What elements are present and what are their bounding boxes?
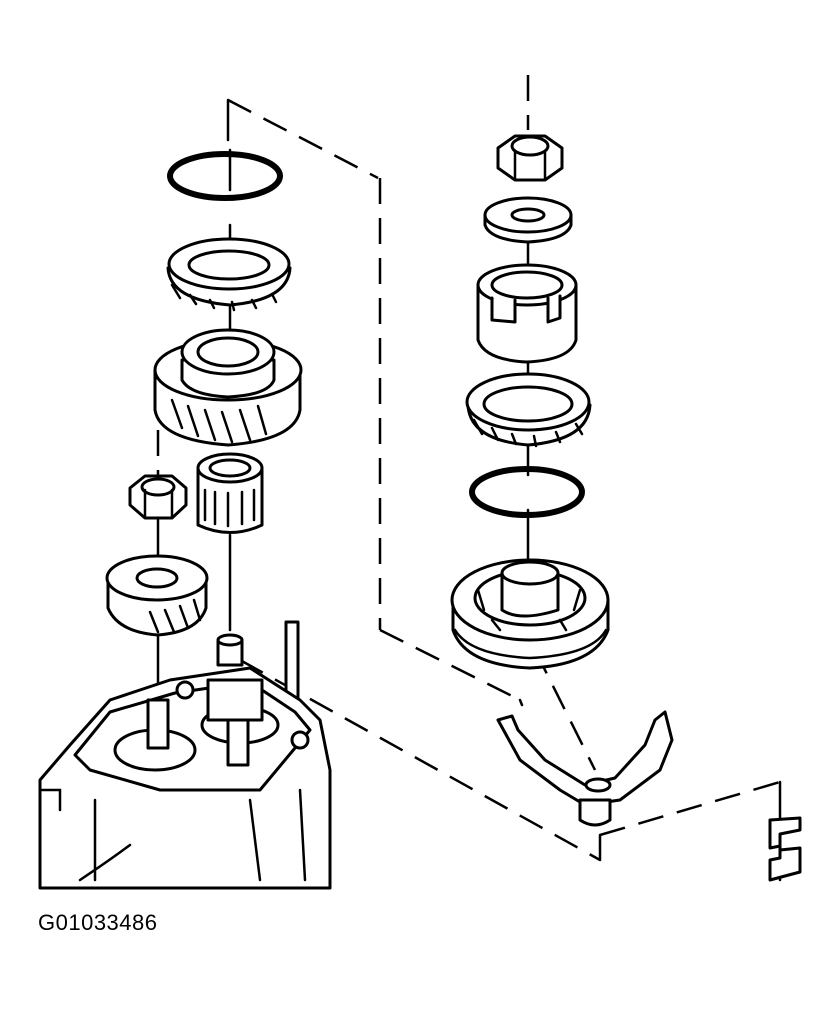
helical-gear <box>153 328 303 447</box>
right-nut <box>496 134 564 182</box>
left-nut <box>128 474 188 520</box>
right-washer <box>483 196 573 244</box>
left-snap-ring <box>167 151 283 201</box>
hub-sleeve <box>476 263 578 364</box>
shaft-top <box>216 620 300 714</box>
needle-bearing <box>196 452 264 534</box>
small-gear <box>105 554 209 637</box>
right-snap-ring <box>469 466 585 518</box>
retaining-clip <box>768 816 802 882</box>
shift-fork <box>496 710 674 827</box>
left-synchronizer-ring <box>166 237 292 312</box>
right-synchronizer-ring <box>465 372 592 448</box>
synchronizer-assembly <box>450 558 610 670</box>
figure-id-label: G01033486 <box>38 910 158 935</box>
transmission-housing <box>38 666 332 890</box>
